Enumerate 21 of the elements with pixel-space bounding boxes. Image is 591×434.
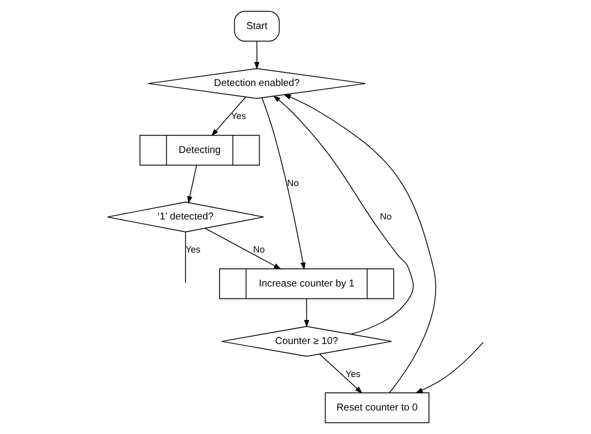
- arrow: [283, 94, 436, 393]
- arrow: [204, 228, 282, 270]
- arrow: [415, 342, 484, 394]
- arrow: [304, 298, 310, 328]
- arrow: [211, 96, 246, 136]
- arrow: [187, 164, 197, 204]
- node-diamond: Counter ≥ 10?: [221, 326, 392, 357]
- edge-label: No: [287, 178, 299, 188]
- arrow: [262, 98, 306, 270]
- edge-label: Yes: [346, 368, 361, 379]
- node-diamond: ‘1’ detected?: [107, 202, 264, 232]
- edge-label: No: [253, 244, 265, 254]
- arrow: [254, 40, 260, 70]
- edge-label: Yes: [231, 110, 246, 121]
- arrow: [319, 354, 362, 394]
- edge-label: No: [380, 211, 392, 222]
- connector: [185, 232, 186, 284]
- arrow: [272, 96, 414, 335]
- node-box: Reset counter to 0: [324, 392, 430, 424]
- edge-label: Yes: [186, 244, 200, 254]
- node-box: Start: [234, 10, 280, 42]
